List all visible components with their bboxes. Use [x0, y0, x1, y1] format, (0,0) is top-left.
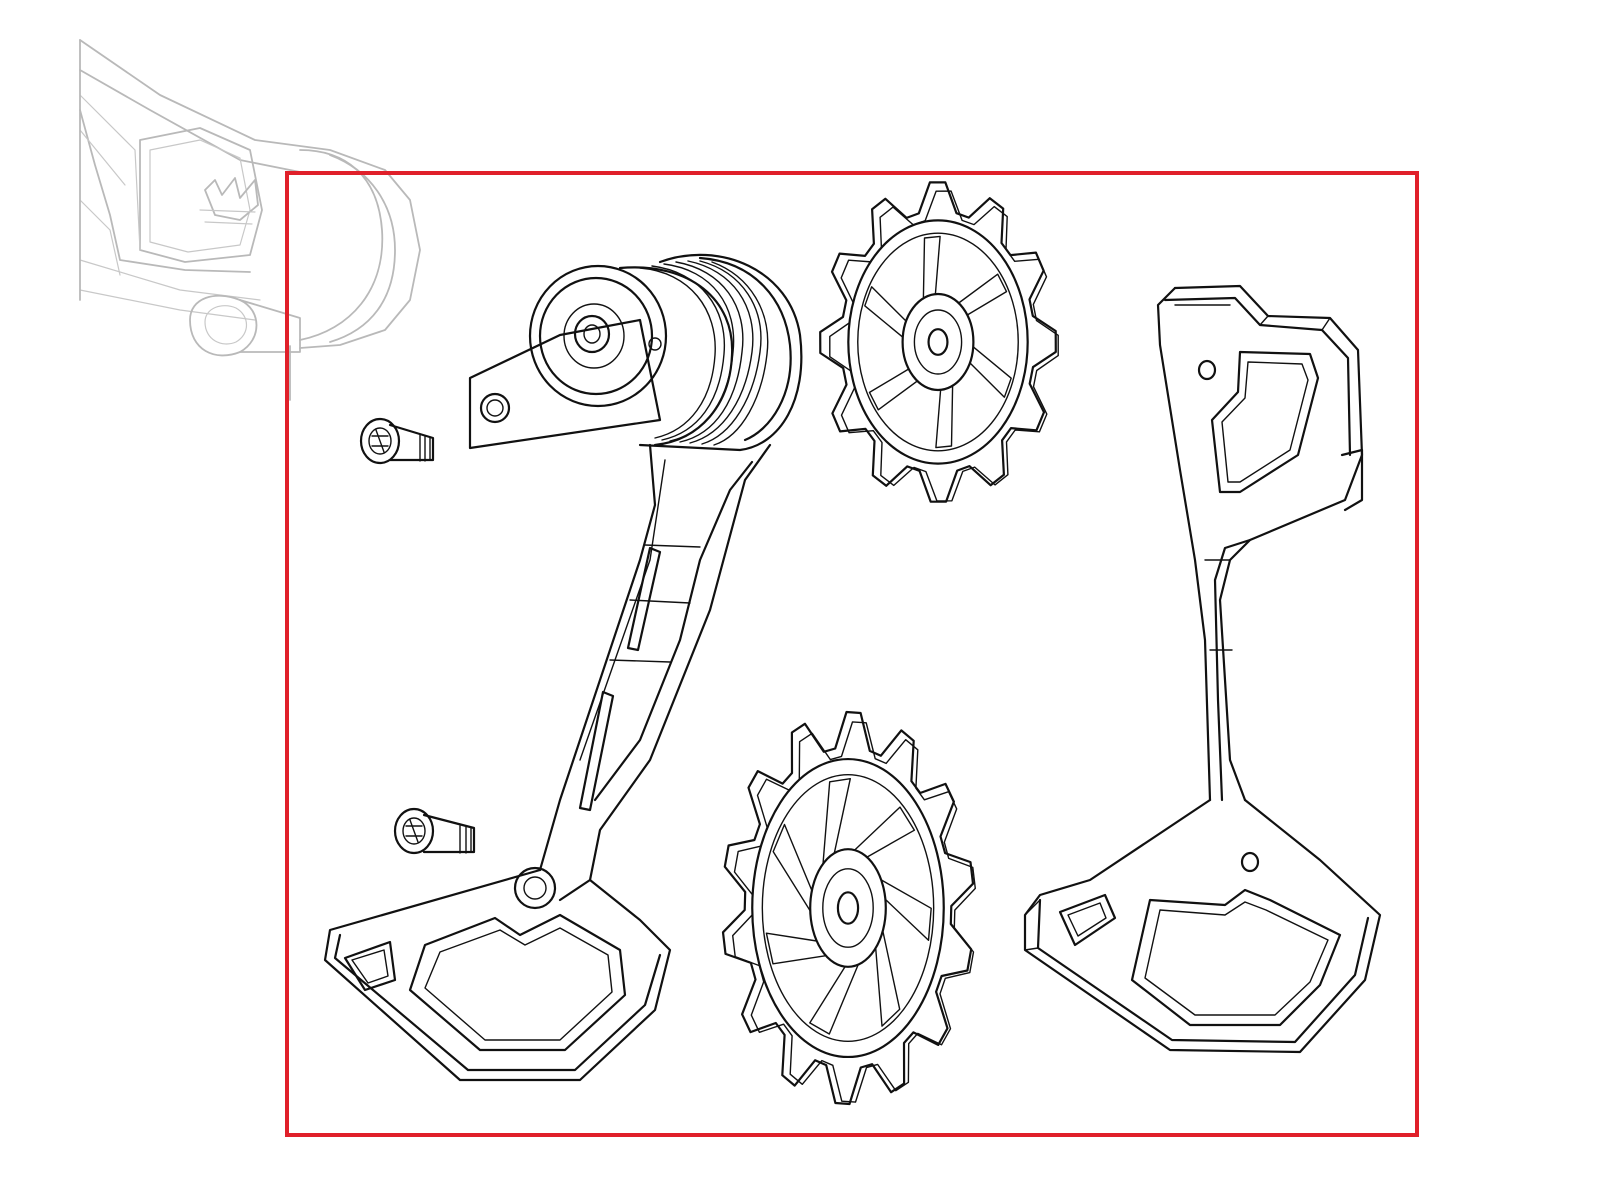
pulley-inner-rim [761, 774, 935, 1042]
pulley-hub [809, 848, 887, 968]
pulley-inner-rim [857, 232, 1019, 452]
upper-pulley-wheel-icon [819, 181, 1059, 503]
pulley-hub-ring [913, 309, 963, 375]
inner-cage-plate-icon [1023, 284, 1382, 1054]
derailleur-body-icon [79, 39, 421, 401]
lower-pulley-wheel-icon [721, 710, 976, 1106]
pulley-axle-hole [836, 891, 860, 925]
pulley-axle-hole [927, 328, 949, 356]
highlight-frame [285, 171, 1419, 1137]
pulley-hub [901, 292, 975, 392]
outer-cage-plate-icon [323, 253, 803, 1082]
pulley-hub-ring [822, 868, 874, 948]
pulley-bolt-icon [359, 417, 435, 465]
pulley-bolt-icon [393, 807, 476, 855]
